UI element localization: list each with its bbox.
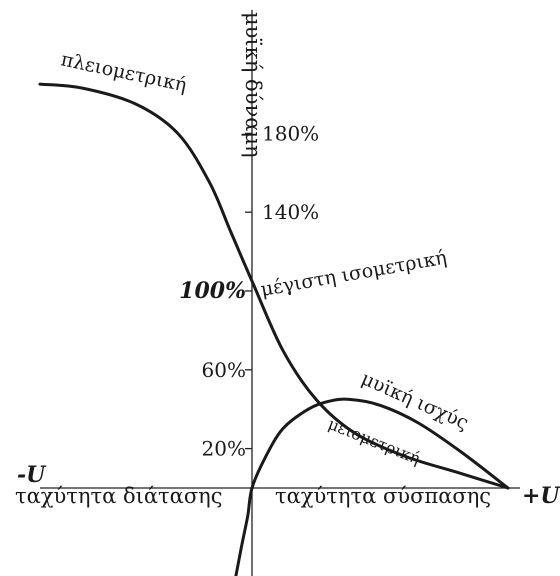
eccentric-segment-label: πλειομετρική <box>59 48 189 96</box>
x-axis-right-caption: ταχύτητα σύσπασης <box>275 484 491 508</box>
curves <box>38 82 510 576</box>
y-axis-label: μυϊκή δύναμη <box>241 12 265 158</box>
y-ticks: 20% 60% 100% 140% 180% <box>179 121 319 460</box>
power-curve-label: μυϊκή ισχύς <box>358 367 472 434</box>
x-axis-left-caption: ταχύτητα διάτασης <box>15 484 223 508</box>
y-tick-label: 60% <box>202 358 246 382</box>
y-tick-label: 20% <box>202 437 246 461</box>
power-curve <box>234 397 510 576</box>
y-tick-label: 100% <box>179 278 246 304</box>
y-tick-label: 180% <box>262 121 319 145</box>
force-curve <box>38 82 510 490</box>
isometric-segment-label: μέγιστη ισομετρική <box>259 247 448 301</box>
x-axis-left-end-label: -U <box>17 462 47 488</box>
y-tick-label: 140% <box>262 200 319 224</box>
x-axis-right-end-label: +U <box>522 483 560 509</box>
concentric-segment-label: μειομετρική <box>326 414 423 468</box>
